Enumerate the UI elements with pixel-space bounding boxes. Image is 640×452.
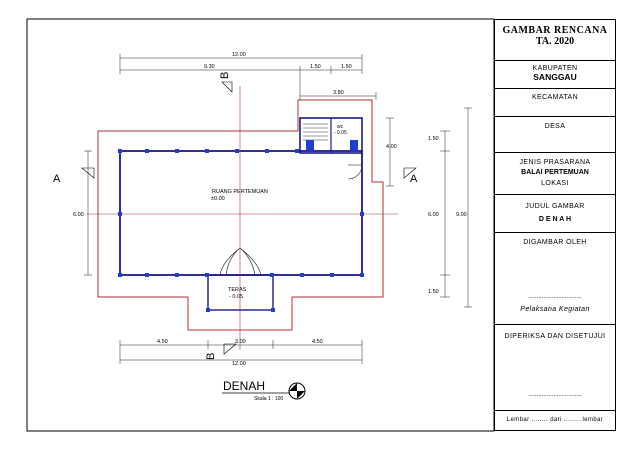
section-marker-b-bottom: B [205, 343, 237, 360]
dim-right-wc: 4.00 [386, 144, 397, 150]
wc-label: wc [337, 124, 344, 130]
columns [118, 149, 364, 312]
right-door-swing [347, 164, 363, 180]
left-dimensions [84, 150, 92, 276]
dim-bottom-right: 4.50 [312, 339, 323, 345]
judul-value: D E N A H [538, 216, 572, 223]
lembar-text: Lembar ........ dari ........ lembar [506, 417, 604, 423]
kabupaten-value: SANGGAU [533, 72, 577, 82]
sheet-border [26, 18, 495, 432]
dim-right-bottom: 1.50 [428, 289, 439, 295]
jenis-section: JENIS PRASARANA BALAI PERTEMUAN LOKASI [495, 152, 615, 194]
kecamatan-section: KECAMATAN [495, 88, 615, 116]
section-marker-b-top: B [219, 72, 233, 93]
dim-top-left: 9.30 [204, 64, 215, 70]
digambar-section: DIGAMBAR OLEH ..........................… [495, 232, 615, 324]
terrace-entry-arcs [219, 247, 262, 276]
kecamatan-label: KECAMATAN [531, 94, 579, 101]
terrace-label: TERAS [228, 287, 247, 293]
main-hall-walls [119, 150, 363, 276]
diperiksa-signature-line: ................................ [528, 392, 582, 398]
dim-right-top: 1.50 [428, 136, 439, 142]
dim-top-mid: 1.50 [310, 64, 321, 70]
top-dimensions [119, 54, 377, 100]
judul-section: JUDUL GAMBAR D E N A H [495, 194, 615, 232]
title-line-1: GAMBAR RENCANA [502, 25, 608, 36]
lembar-section: Lembar ........ dari ........ lembar [495, 410, 615, 432]
wc-stair-hatch [303, 123, 328, 141]
dim-bottom-total: 12.00 [232, 361, 246, 367]
roof-outline [97, 99, 384, 331]
desa-label: DESA [544, 123, 566, 130]
digambar-label: DIGAMBAR OLEH [523, 239, 587, 246]
svg-text:B: B [219, 72, 231, 79]
jenis-value: BALAI PERTEMUAN [521, 169, 589, 176]
terrace-level: - 0.05 [229, 294, 243, 300]
dim-right-mid: 6.00 [428, 212, 439, 218]
wc-toilet-left [306, 140, 314, 150]
dim-top-total: 12.00 [232, 52, 246, 58]
kabupaten-label: KABUPATEN [532, 65, 578, 72]
dim-bottom-left: 4.50 [157, 339, 168, 345]
dim-bottom-mid: 3.00 [235, 339, 246, 345]
bottom-dimensions [119, 340, 363, 364]
kabupaten-section: KABUPATEN SANGGAU [495, 60, 615, 88]
north-arrow-icon [288, 382, 306, 400]
svg-text:A: A [53, 173, 61, 185]
title-block: GAMBAR RENCANA TA. 2020 KABUPATEN SANGGA… [494, 19, 616, 431]
pelaksana-signature-line: ................................ [528, 294, 582, 300]
wc-toilet-right [350, 140, 358, 150]
dim-top-right: 1.50 [341, 64, 352, 70]
section-marker-a-right: A [403, 167, 418, 185]
svg-text:A: A [410, 173, 418, 185]
terrace-walls [207, 274, 274, 311]
judul-label: JUDUL GAMBAR [525, 203, 585, 210]
dim-left-height: 6.00 [73, 212, 84, 218]
desa-section: DESA [495, 116, 615, 152]
lokasi-label: LOKASI [541, 180, 569, 187]
diperiksa-section: DIPERIKSA DAN DISETUJUI ................… [495, 324, 615, 410]
svg-text:B: B [205, 353, 217, 360]
pelaksana-label: Pelaksana Kegiatan [520, 306, 590, 313]
drawing-scale: Skala 1 : 100 [254, 396, 283, 402]
dim-top-wc: 3.80 [333, 90, 344, 96]
dim-right-total: 9.00 [456, 212, 467, 218]
title-header: GAMBAR RENCANA TA. 2020 [495, 20, 615, 60]
drawing-title: DENAH [223, 379, 265, 393]
room-level: ±0.00 [211, 196, 225, 202]
right-dimensions [386, 107, 472, 308]
title-line-2: TA. 2020 [535, 36, 575, 47]
diperiksa-label: DIPERIKSA DAN DISETUJUI [504, 333, 606, 340]
wc-level: - 0.05 [334, 130, 347, 136]
jenis-label: JENIS PRASARANA [519, 159, 591, 166]
